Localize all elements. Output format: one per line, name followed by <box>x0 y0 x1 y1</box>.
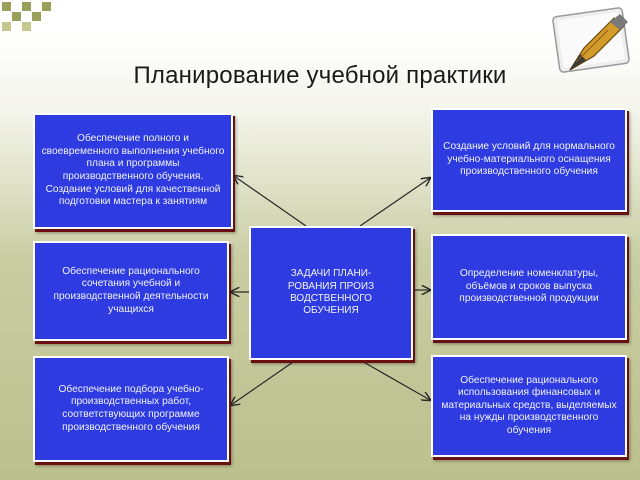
pen-nib-icon <box>552 7 630 73</box>
slide-title: Планирование учебной практики <box>133 62 507 89</box>
task-text: Обеспечение полного и своевременного вып… <box>41 133 225 208</box>
task-text: Обеспечение рационального использования … <box>441 374 617 436</box>
task-box-left-middle: Обеспечение рационального сочетания учеб… <box>33 241 229 341</box>
task-box-right-bottom: Обеспечение рационального использования … <box>431 355 627 457</box>
arrow-left-top <box>234 176 307 227</box>
task-text: Обеспечение подбора учебно-производствен… <box>58 383 204 433</box>
task-text: Создание условий для нормального учебно-… <box>443 141 615 178</box>
task-box-right-top: Создание условий для нормального учебно-… <box>431 108 627 212</box>
task-box-left-bottom: Обеспечение подбора учебно-производствен… <box>33 356 229 462</box>
task-text: Определение номенклатуры, объёмов и срок… <box>459 268 599 305</box>
center-goal-text: ЗАДАЧИ ПЛАНИ-РОВАНИЯ ПРОИЗ ВОДСТВЕННОГО … <box>287 268 375 317</box>
task-box-right-middle: Определение номенклатуры, объёмов и срок… <box>431 234 627 340</box>
task-box-left-top: Обеспечение полного и своевременного вып… <box>33 113 233 229</box>
arrow-right-bottom <box>359 359 430 400</box>
corner-decoration <box>0 0 60 31</box>
header-band <box>0 0 640 30</box>
arrow-right-top <box>359 178 430 227</box>
center-goal-box: ЗАДАЧИ ПЛАНИ-РОВАНИЯ ПРОИЗ ВОДСТВЕННОГО … <box>249 226 413 360</box>
task-text: Обеспечение рационального сочетания учеб… <box>53 265 209 315</box>
arrow-left-bottom <box>231 359 297 405</box>
